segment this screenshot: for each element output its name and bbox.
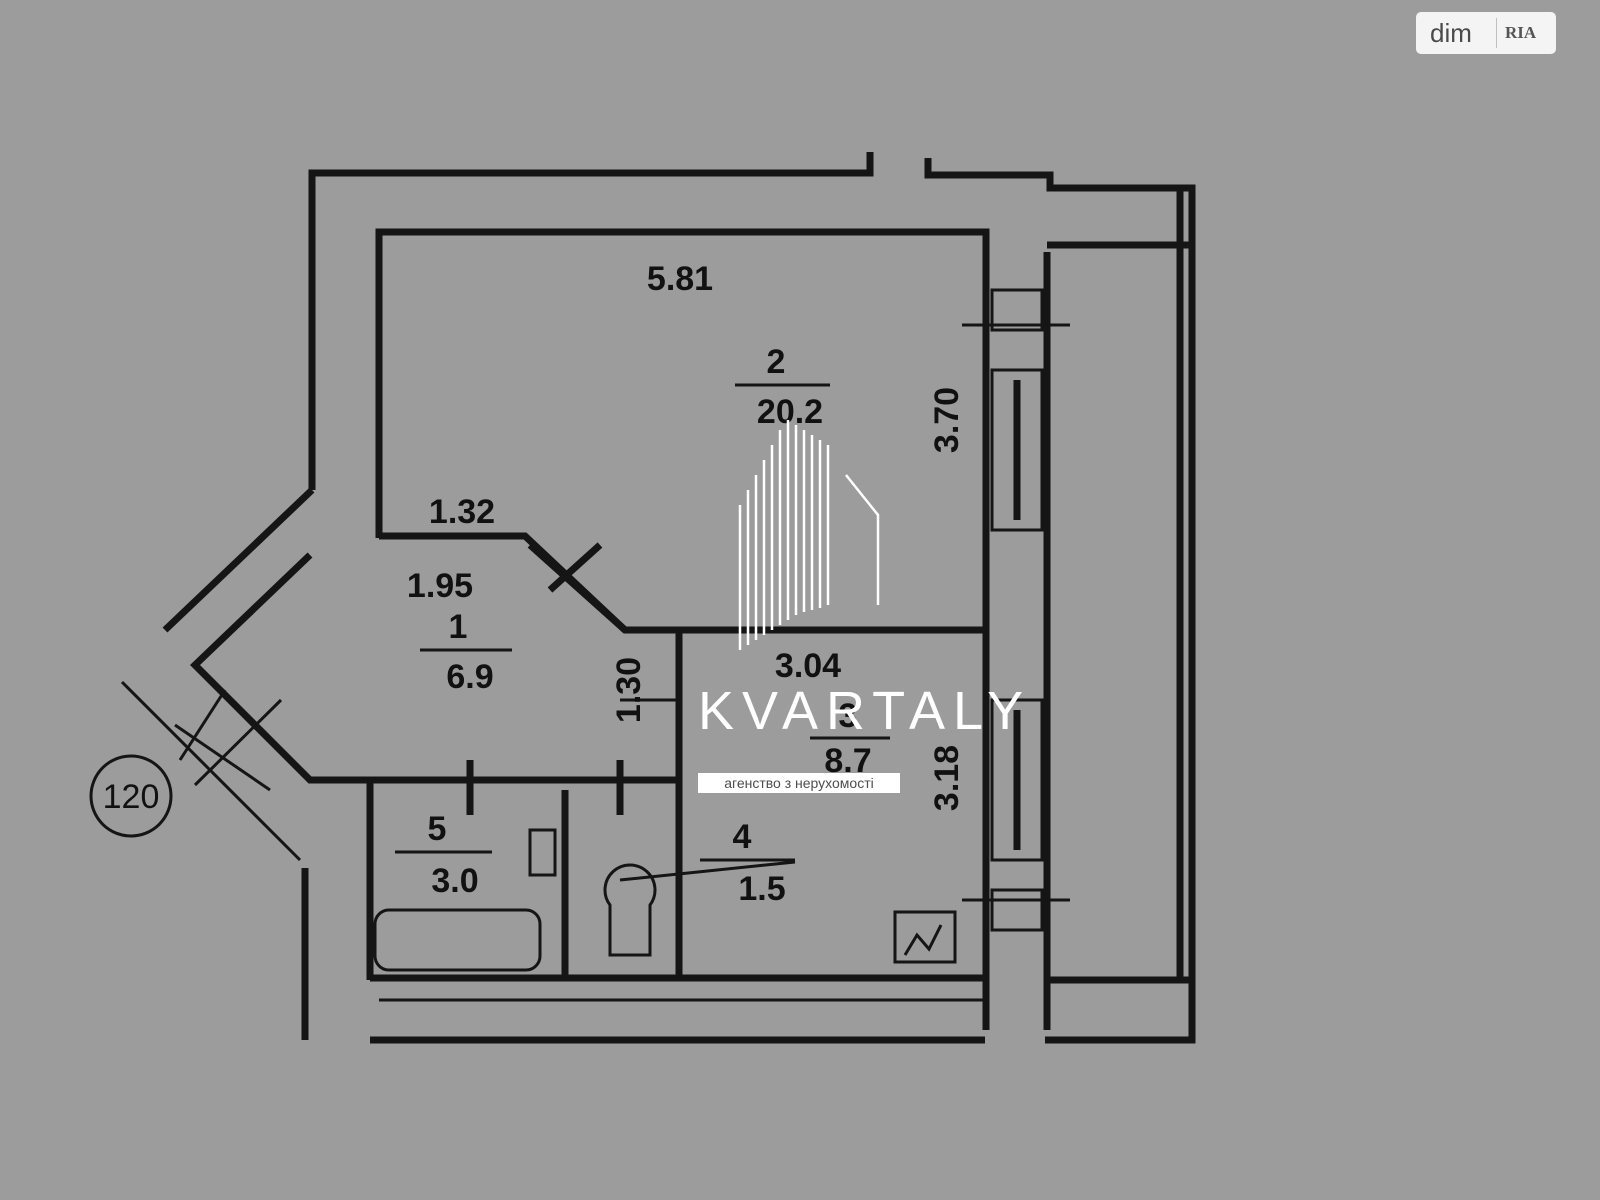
watermark-subtitle: агенство з нерухомості [698, 773, 900, 793]
watermark-logo-icon [738, 420, 880, 650]
fixtures [373, 828, 957, 972]
room-4-area: 1.5 [738, 870, 785, 908]
room-2-area: 20.2 [757, 393, 823, 431]
room-1-area: 6.9 [446, 658, 493, 696]
watermark-name: KVARTALY [698, 681, 1032, 741]
dim-top-width: 5.81 [647, 260, 713, 298]
toilet-icon [603, 863, 657, 957]
room-2-number: 2 [767, 343, 786, 381]
outer-walls [162, 152, 1196, 1044]
windows [962, 288, 1070, 932]
badge-dim-label: dim [1430, 17, 1472, 48]
dim-ria-badge[interactable]: dim RIA [1416, 12, 1556, 54]
section-marker-label: 120 [103, 778, 160, 816]
badge-separator [1496, 18, 1497, 48]
room-5-area: 3.0 [431, 862, 478, 900]
dim-kitchen-width: 3.04 [775, 647, 841, 685]
dim-kitchen-height: 3.18 [928, 745, 966, 811]
bathtub-icon [373, 908, 542, 972]
dim-hall-width: 1.95 [407, 567, 473, 605]
room-5-number: 5 [428, 810, 447, 848]
badge-ria-label: RIA [1505, 23, 1537, 42]
electric-panel-icon [893, 910, 957, 964]
door-marks [120, 542, 679, 862]
room-1-number: 1 [449, 608, 468, 646]
section-marker [89, 754, 173, 838]
dim-hall-height: 1.30 [610, 657, 648, 723]
room-4-number: 4 [733, 818, 752, 856]
room-3-number: 3 [839, 697, 858, 735]
dim-room2-height: 3.70 [928, 387, 966, 453]
sink-icon [528, 828, 557, 877]
dim-corridor-wall: 1.32 [429, 493, 495, 531]
